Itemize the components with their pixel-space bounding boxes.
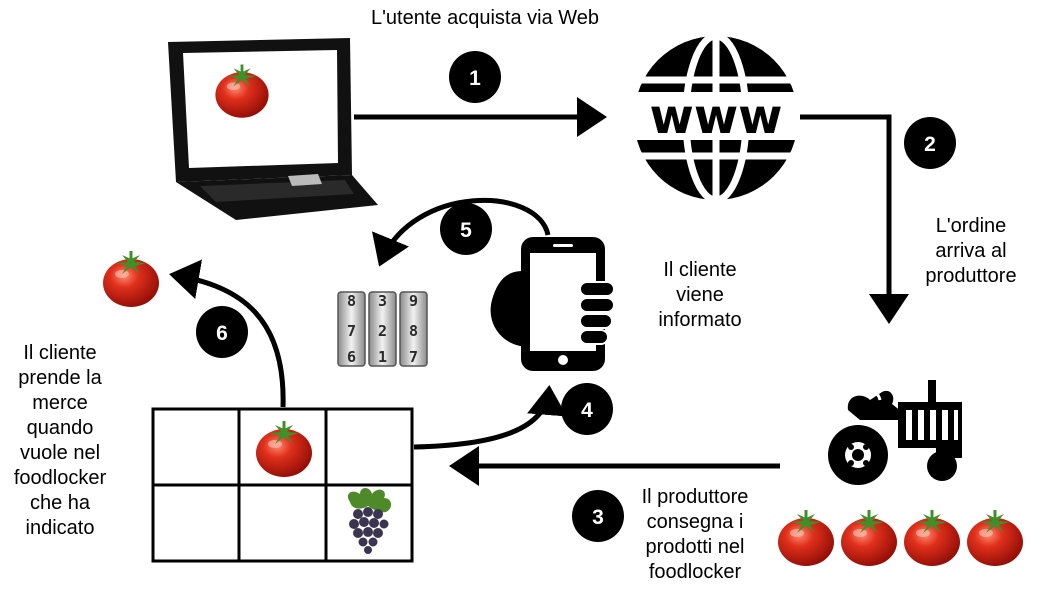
- step-badge-6: 6: [196, 306, 248, 358]
- lock-digit: 7: [409, 348, 418, 366]
- step4-label-line: viene: [676, 284, 724, 306]
- step6-label-line: vuole nel: [19, 442, 101, 464]
- lock-digit: 9: [409, 292, 418, 310]
- combination-lock-icon: 8 7 6 3 2 1 9 8 7: [337, 291, 428, 367]
- step-badge-3: 3: [572, 490, 624, 542]
- step4-label-line: informato: [658, 309, 742, 331]
- step3-label-line: prodotti nel: [645, 536, 745, 558]
- laptop-icon: [168, 38, 378, 220]
- step1-label: L'utente acquista via Web: [370, 7, 600, 29]
- step-badge-1: 1: [449, 51, 501, 103]
- tomato-icon: [778, 510, 834, 566]
- tractor-icon: [828, 380, 962, 485]
- svg-text:5: 5: [460, 219, 472, 242]
- step6-label-line: Il cliente: [23, 342, 97, 364]
- tomato-icon: [904, 510, 960, 566]
- www-globe-icon: www: [628, 32, 804, 204]
- lock-digit: 8: [347, 292, 356, 310]
- step-badge-5: 5: [440, 203, 492, 255]
- step3-label-line: consegna i: [646, 511, 744, 533]
- step6-label-line: quando: [26, 417, 94, 439]
- lock-digit: 2: [378, 322, 387, 340]
- step2-label-line: L'ordine: [935, 215, 1007, 237]
- svg-text:6: 6: [216, 322, 228, 345]
- step6-label-line: che ha: [29, 492, 91, 514]
- arrow-2: [800, 114, 909, 324]
- step2-label-line: produttore: [925, 265, 1017, 287]
- tomato-icon: [967, 510, 1023, 566]
- lock-digit: 1: [378, 348, 387, 366]
- lock-digit: 6: [347, 348, 356, 366]
- lock-digit: 8: [409, 322, 418, 340]
- step4-label-line: Il cliente: [663, 259, 737, 281]
- step3-label-line: foodlocker: [648, 561, 742, 583]
- lock-digit: 3: [378, 292, 387, 310]
- arrow-4: [413, 385, 567, 450]
- producer-tomatoes: [778, 510, 1023, 566]
- step6-label-line: prende la: [18, 367, 102, 389]
- step6-label-line: foodlocker: [13, 467, 107, 489]
- step6-label-line: merce: [32, 392, 88, 414]
- svg-text:2: 2: [924, 133, 936, 156]
- www-text: www: [649, 89, 782, 145]
- step-badge-2: 2: [904, 117, 956, 169]
- step6-label: Il cliente prende la merce quando vuole …: [0, 341, 120, 541]
- foodlocker-grid: [151, 407, 414, 563]
- tomato-icon: [841, 510, 897, 566]
- step6-label-line: indicato: [25, 517, 95, 539]
- collected-tomato-icon: [103, 251, 159, 307]
- phone-hand-icon: [490, 237, 615, 371]
- flow-arrows: [169, 97, 909, 486]
- step3-label: Il produttore consegna i prodotti nel fo…: [626, 485, 764, 585]
- arrow-6: [169, 259, 286, 408]
- arrow-5: [372, 197, 551, 267]
- step2-label-line: arriva al: [935, 240, 1007, 262]
- grape-icon: [347, 488, 392, 554]
- svg-text:1: 1: [469, 67, 481, 90]
- step4-label: Il cliente viene informato: [636, 258, 764, 333]
- step3-label-line: Il produttore: [641, 486, 749, 508]
- step-badge-4: 4: [561, 383, 613, 435]
- svg-text:3: 3: [592, 506, 604, 529]
- lock-digit: 7: [347, 322, 356, 340]
- step2-label: L'ordine arriva al produttore: [906, 214, 1036, 289]
- svg-text:4: 4: [581, 399, 593, 422]
